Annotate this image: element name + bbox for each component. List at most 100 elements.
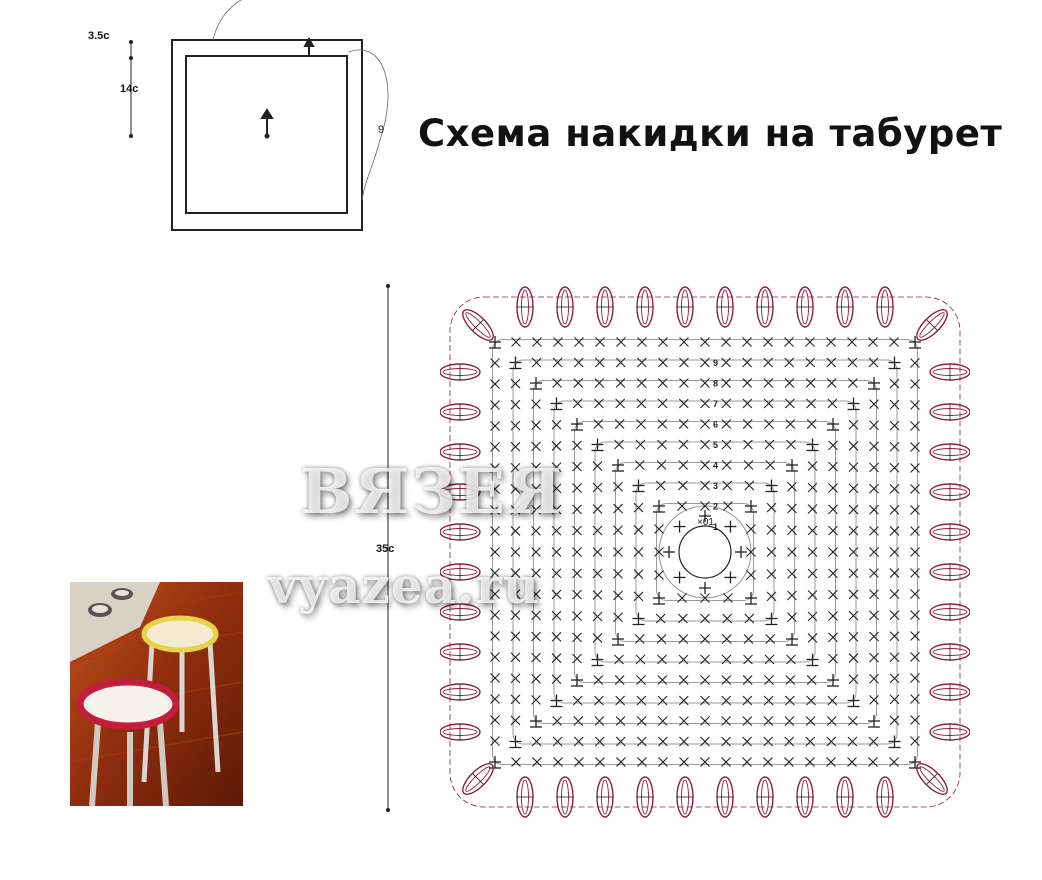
single-crochet-stitch bbox=[510, 694, 521, 705]
small-schematic bbox=[129, 0, 389, 231]
single-crochet-stitch bbox=[592, 590, 603, 600]
single-crochet-stitch bbox=[678, 675, 689, 685]
single-crochet-stitch bbox=[657, 695, 668, 706]
single-crochet-stitch bbox=[869, 547, 879, 557]
single-crochet-stitch bbox=[785, 419, 796, 429]
single-crochet-stitch bbox=[889, 441, 900, 452]
single-crochet-stitch bbox=[636, 716, 647, 726]
single-crochet-stitch bbox=[889, 420, 900, 431]
petal-motif bbox=[440, 643, 481, 661]
petal-motif bbox=[556, 776, 574, 818]
single-crochet-stitch bbox=[784, 736, 795, 747]
single-crochet-stitch bbox=[531, 568, 541, 579]
single-crochet-stitch bbox=[634, 460, 645, 470]
single-crochet-stitch bbox=[574, 337, 584, 347]
single-crochet-stitch bbox=[743, 439, 753, 450]
round-frame bbox=[594, 441, 816, 663]
single-crochet-stitch bbox=[636, 736, 647, 747]
single-crochet-stitch bbox=[868, 757, 878, 767]
round-1-stitch bbox=[663, 546, 675, 558]
single-crochet-stitch bbox=[572, 568, 582, 579]
single-crochet-stitch bbox=[785, 675, 796, 685]
single-crochet-stitch bbox=[613, 503, 623, 514]
single-crochet-stitch bbox=[807, 525, 818, 536]
single-crochet-stitch bbox=[572, 525, 582, 536]
single-crochet-stitch bbox=[572, 632, 582, 643]
single-crochet-stitch bbox=[654, 570, 664, 580]
petal-motif bbox=[676, 286, 694, 328]
single-crochet-stitch bbox=[910, 694, 920, 704]
single-crochet-stitch bbox=[678, 695, 689, 706]
single-crochet-stitch bbox=[828, 483, 838, 493]
single-crochet-stitch bbox=[658, 337, 668, 347]
single-crochet-stitch bbox=[574, 757, 584, 767]
single-crochet-stitch bbox=[826, 757, 836, 767]
single-crochet-stitch bbox=[531, 631, 541, 642]
increase-stitch bbox=[550, 694, 563, 708]
single-crochet-stitch bbox=[723, 501, 733, 511]
round-frame bbox=[492, 339, 918, 765]
single-crochet-stitch bbox=[700, 736, 710, 747]
single-crochet-stitch bbox=[490, 610, 500, 620]
single-crochet-stitch bbox=[826, 357, 837, 368]
round-frame bbox=[615, 462, 795, 642]
stool-photo-image bbox=[70, 582, 243, 806]
single-crochet-stitch bbox=[910, 526, 920, 536]
single-crochet-stitch bbox=[721, 357, 731, 368]
single-crochet-stitch bbox=[490, 736, 500, 746]
single-crochet-stitch bbox=[592, 547, 603, 557]
single-crochet-stitch bbox=[742, 675, 753, 685]
single-crochet-stitch bbox=[848, 462, 859, 473]
single-crochet-stitch bbox=[633, 569, 644, 580]
single-crochet-stitch bbox=[531, 462, 541, 473]
single-crochet-stitch bbox=[594, 736, 605, 747]
increase-stitch bbox=[530, 715, 542, 728]
single-crochet-stitch bbox=[910, 715, 920, 725]
round-1-stitch bbox=[699, 510, 711, 522]
increase-stitch bbox=[786, 459, 798, 472]
petal-motif bbox=[440, 363, 481, 381]
single-crochet-stitch bbox=[805, 716, 816, 726]
single-crochet-stitch bbox=[826, 736, 837, 747]
round-1-stitch bbox=[724, 571, 737, 584]
single-crochet-stitch bbox=[763, 378, 774, 388]
stitch-symbols bbox=[489, 336, 921, 769]
single-crochet-stitch bbox=[510, 526, 521, 536]
petal-motif bbox=[440, 523, 481, 541]
single-crochet-stitch bbox=[551, 631, 562, 642]
single-crochet-stitch bbox=[763, 398, 774, 409]
increase-stitch bbox=[509, 735, 522, 749]
single-crochet-stitch bbox=[510, 420, 521, 431]
single-crochet-stitch bbox=[700, 757, 710, 767]
single-crochet-stitch bbox=[742, 757, 752, 767]
single-crochet-stitch bbox=[746, 570, 756, 580]
single-crochet-stitch bbox=[490, 715, 500, 725]
petal-motif bbox=[440, 723, 481, 741]
single-crochet-stitch bbox=[848, 674, 859, 685]
dim-label-mid: 14c bbox=[120, 83, 139, 95]
increase-stitch bbox=[653, 592, 665, 605]
row-label: 7 bbox=[713, 399, 718, 409]
row-label: 2 bbox=[713, 502, 718, 512]
single-crochet-stitch bbox=[679, 337, 689, 347]
single-crochet-stitch bbox=[889, 715, 900, 726]
single-crochet-stitch bbox=[826, 378, 837, 388]
single-crochet-stitch bbox=[678, 716, 689, 726]
single-crochet-stitch bbox=[868, 337, 878, 347]
single-crochet-stitch bbox=[828, 525, 838, 536]
increase-stitch bbox=[571, 418, 583, 431]
single-crochet-stitch bbox=[721, 695, 732, 706]
single-crochet-stitch bbox=[510, 715, 521, 726]
single-crochet-stitch bbox=[869, 610, 879, 621]
row-label: 5 bbox=[713, 440, 718, 450]
single-crochet-stitch bbox=[889, 610, 900, 621]
single-crochet-stitch bbox=[721, 398, 732, 409]
single-crochet-stitch bbox=[636, 378, 647, 388]
single-crochet-stitch bbox=[510, 610, 521, 621]
single-crochet-stitch bbox=[848, 610, 859, 621]
increase-stitch bbox=[653, 500, 665, 513]
center-ring bbox=[678, 525, 732, 579]
single-crochet-stitch bbox=[889, 694, 900, 705]
single-crochet-stitch bbox=[806, 398, 816, 409]
single-crochet-stitch bbox=[807, 633, 818, 643]
